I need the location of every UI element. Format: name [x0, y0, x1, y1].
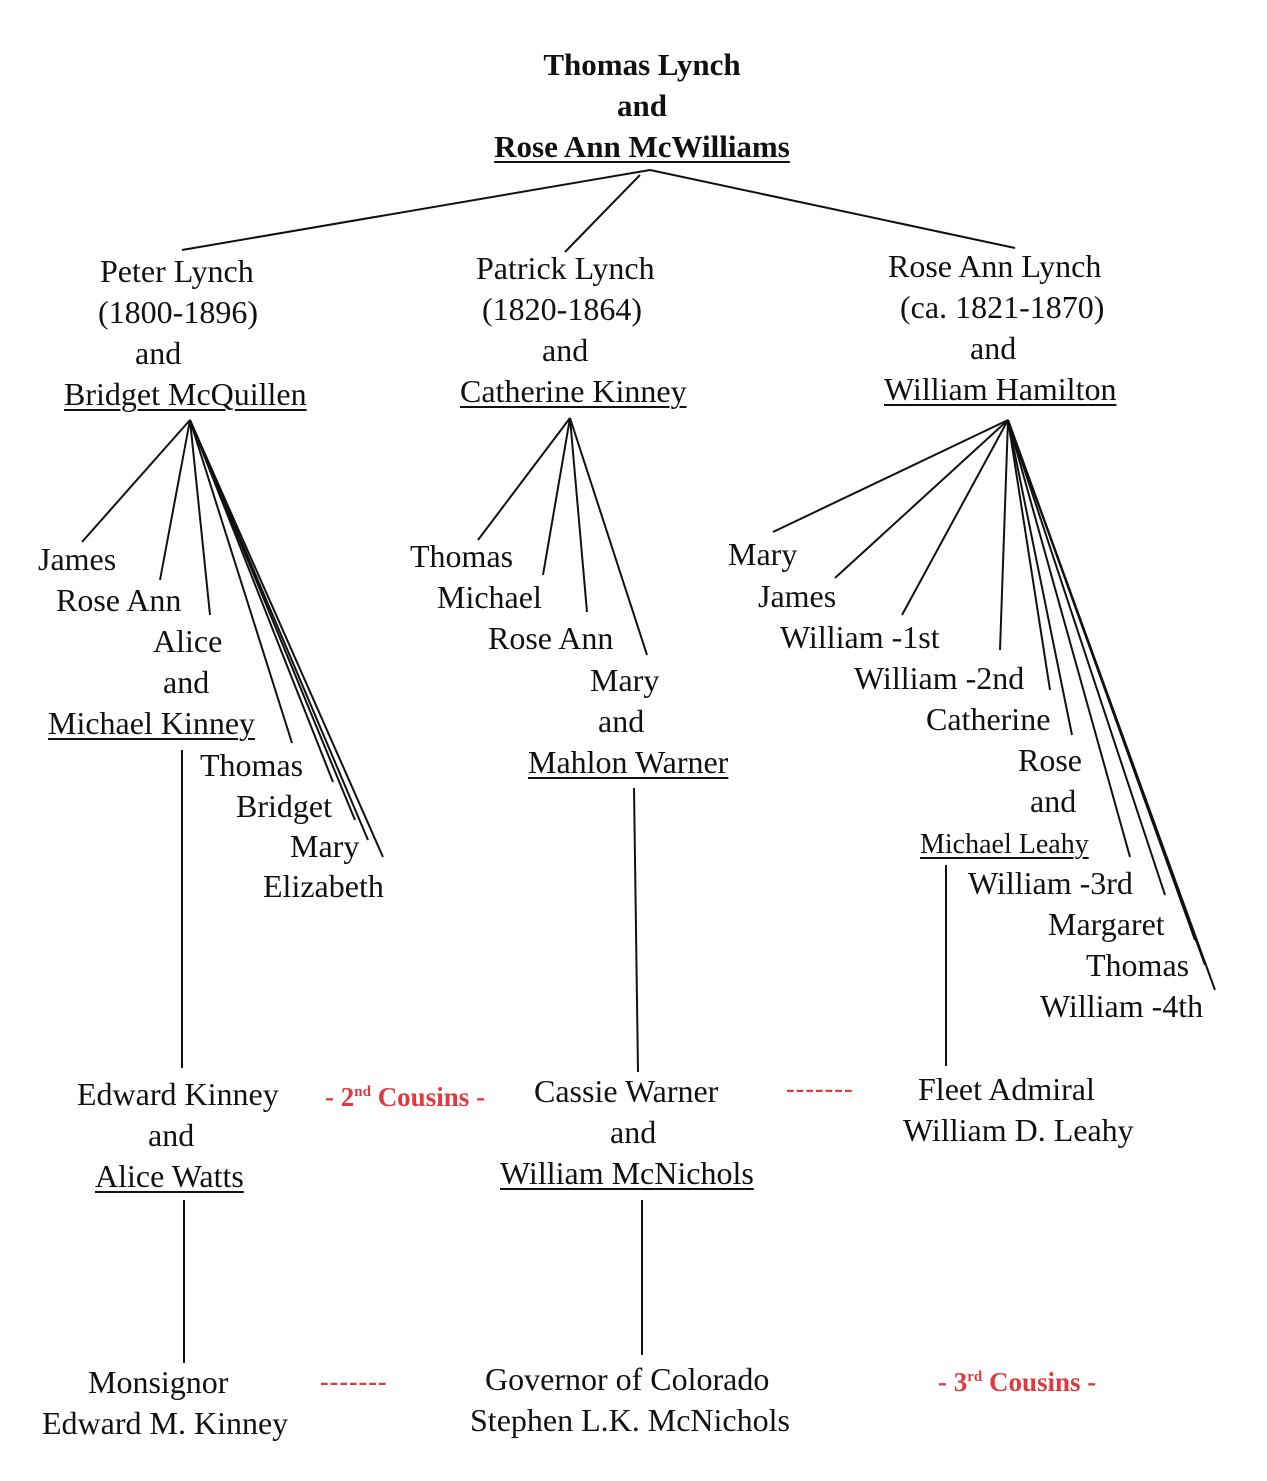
patrick-name: Patrick Lynch	[476, 250, 655, 286]
roseann-dates: (ca. 1821-1870)	[900, 289, 1105, 325]
peter-spouse: Bridget McQuillen	[64, 376, 307, 412]
monsignor-name: Edward M. Kinney	[42, 1405, 289, 1441]
line-ra-w4	[1007, 419, 1216, 991]
line-ra-w2	[999, 419, 1009, 651]
second-cousins-prefix: - 2	[325, 1082, 355, 1112]
roseann-child-james: James	[758, 578, 837, 614]
line-root-patrick	[564, 174, 641, 253]
line-peter-roseann	[159, 419, 191, 581]
line-root-peter	[181, 169, 651, 251]
roseann-child-rose: Rose	[1018, 742, 1082, 778]
peter-child-thomas: Thomas	[200, 747, 304, 783]
dashes-bottom-left: -------	[320, 1367, 388, 1396]
peter-child-alice-spouse: Michael Kinney	[48, 705, 256, 741]
line-ra-w1	[901, 419, 1009, 616]
fleet-admiral-name: William D. Leahy	[903, 1112, 1134, 1148]
patrick-child-thomas: Thomas	[410, 538, 514, 574]
edward-kinney-name: Edward Kinney	[77, 1076, 279, 1112]
line-ra-james	[834, 419, 1009, 579]
cassie-warner-name: Cassie Warner	[534, 1073, 719, 1109]
dashes-middle-right: -------	[786, 1074, 854, 1103]
line-peter-alice	[189, 419, 211, 616]
root-spouse-name: Rose Ann McWilliams	[494, 129, 790, 164]
roseann-spouse: William Hamilton	[884, 371, 1117, 407]
patrick-spouse: Catherine Kinney	[460, 373, 687, 409]
patrick-dates: (1820-1864)	[482, 291, 642, 327]
roseann-child-william3: William -3rd	[968, 865, 1133, 901]
line-peter-michael	[189, 419, 293, 744]
line-warner-to-cassie	[633, 787, 639, 1073]
root-name: Thomas Lynch	[543, 47, 741, 82]
patrick-child-mary: Mary	[590, 662, 660, 698]
line-peter-james	[81, 419, 191, 543]
peter-name: Peter Lynch	[100, 253, 254, 289]
edward-kinney-connector: and	[148, 1117, 195, 1153]
line-patrick-roseann	[569, 417, 588, 613]
line-root-roseann	[649, 169, 1016, 249]
edward-kinney-spouse: Alice Watts	[95, 1158, 244, 1194]
line-ra-catherine	[1007, 419, 1051, 691]
roseann-child-william4: William -4th	[1040, 988, 1204, 1024]
line-peter-mary	[189, 419, 369, 841]
peter-connector: and	[135, 335, 182, 371]
roseann-name: Rose Ann Lynch	[888, 248, 1102, 284]
roseann-child-margaret: Margaret	[1048, 906, 1165, 942]
peter-child-mary: Mary	[290, 828, 360, 864]
roseann-connector: and	[970, 330, 1017, 366]
patrick-child-mary-spouse: Mahlon Warner	[528, 744, 729, 780]
peter-child-roseann: Rose Ann	[56, 582, 182, 618]
second-cousins-sup: nd	[354, 1084, 371, 1100]
line-patrick-thomas	[477, 417, 571, 541]
root-spouse: Rose Ann McWilliams	[392, 126, 892, 167]
third-cousins-sup: rd	[967, 1369, 983, 1385]
patrick-child-mary-connector: and	[598, 703, 645, 739]
peter-child-james: James	[38, 541, 117, 577]
roseann-child-william2: William -2nd	[854, 660, 1025, 696]
line-ra-w3	[1007, 419, 1166, 896]
monsignor-title: Monsignor	[88, 1364, 229, 1400]
third-cousins-suffix: Cousins -	[982, 1367, 1097, 1397]
peter-child-alice-connector: and	[163, 664, 210, 700]
cassie-warner-spouse: William McNichols	[500, 1155, 754, 1191]
line-ra-rose	[1007, 419, 1073, 736]
roseann-child-rose-connector: and	[1030, 783, 1077, 819]
peter-dates: (1800-1896)	[98, 294, 258, 330]
patrick-child-michael: Michael	[437, 579, 542, 615]
third-cousins-label: - 3rd Cousins -	[938, 1357, 1096, 1403]
patrick-connector: and	[542, 332, 589, 368]
line-peter-elizabeth	[189, 419, 384, 858]
roseann-child-william1: William -1st	[780, 619, 940, 655]
governor-name: Stephen L.K. McNichols	[470, 1402, 790, 1438]
governor-title: Governor of Colorado	[485, 1361, 770, 1397]
roseann-child-mary: Mary	[728, 536, 798, 572]
roseann-child-rose-spouse: Michael Leahy	[920, 829, 1089, 860]
line-patrick-michael	[542, 417, 571, 576]
line-ra-mary	[772, 419, 1009, 533]
line-ra-michael	[1007, 419, 1131, 858]
roseann-child-thomas: Thomas	[1086, 947, 1190, 983]
patrick-child-roseann: Rose Ann	[488, 620, 614, 656]
root-connector: and	[617, 88, 667, 123]
line-patrick-mary	[569, 417, 648, 656]
second-cousins-suffix: Cousins -	[370, 1082, 485, 1112]
peter-child-bridget: Bridget	[236, 788, 332, 824]
fleet-admiral-title: Fleet Admiral	[918, 1071, 1095, 1107]
third-cousins-prefix: - 3	[938, 1367, 968, 1397]
cassie-warner-connector: and	[610, 1114, 657, 1150]
roseann-child-catherine: Catherine	[926, 701, 1051, 737]
peter-child-alice: Alice	[153, 623, 223, 659]
peter-child-elizabeth: Elizabeth	[263, 868, 384, 904]
second-cousins-label: - 2nd Cousins -	[325, 1072, 485, 1118]
